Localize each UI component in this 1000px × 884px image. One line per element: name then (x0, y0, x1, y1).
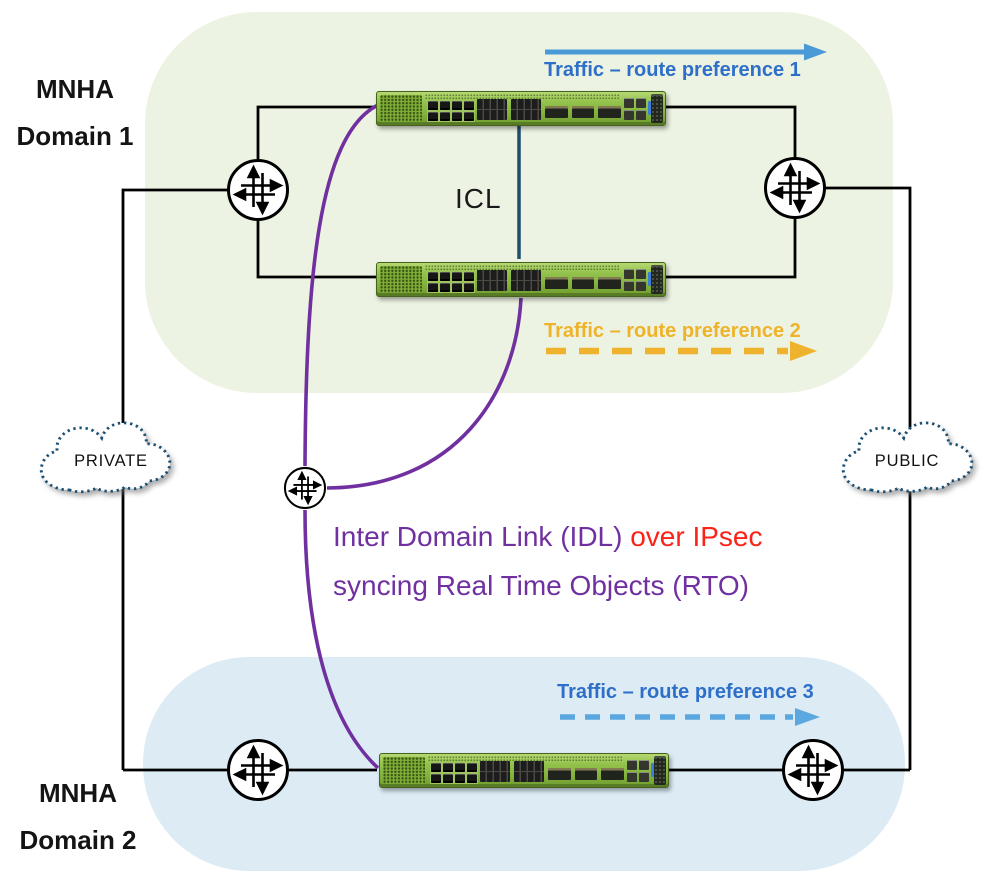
idl-links (303, 103, 523, 770)
vent-grille (380, 266, 422, 293)
uplink-slots (545, 277, 622, 289)
vent-grille (380, 95, 422, 122)
traffic2-arrow-head (790, 341, 817, 361)
idl-caption-link-text: Inter Domain Link (IDL) (333, 521, 631, 552)
side-panel (651, 265, 663, 294)
status-led (648, 272, 651, 286)
idl-caption-ipsec-text: over IPsec (630, 521, 763, 552)
idl-caption: Inter Domain Link (IDL) over IPsec synci… (333, 512, 763, 610)
router-icon-domain1-left (227, 159, 289, 221)
rj45-port-block (430, 762, 478, 784)
link-private-backbone (121, 188, 258, 770)
router-icon-domain1-right (764, 157, 826, 219)
vent-strip (425, 94, 619, 99)
mgmt-ports (627, 760, 649, 782)
sfp-cage (511, 99, 541, 120)
mgmt-ports (624, 98, 646, 120)
domain1-label-line2: Domain 1 (16, 121, 134, 151)
traffic-arrows (545, 43, 827, 726)
sfp-cage (514, 761, 544, 782)
traffic2-label: Traffic – route preference 2 (544, 320, 801, 342)
switch-domain2 (379, 753, 669, 788)
router-icon-idl (283, 466, 327, 510)
idl-caption-line2: syncing Real Time Objects (RTO) (333, 570, 749, 601)
public-cloud-label: PUBLIC (874, 452, 940, 470)
router-icon-domain2-right (782, 739, 844, 801)
domain2-label: MNHA Domain 2 (3, 770, 153, 864)
switch-domain1-node0 (376, 91, 666, 126)
clouds (39, 421, 974, 494)
traffic1-label: Traffic – route preference 1 (544, 59, 801, 81)
rj45-port-block (427, 271, 475, 293)
uplink-slots (545, 106, 622, 118)
public-cloud-icon (841, 421, 974, 494)
domain1-label: MNHA Domain 1 (0, 66, 150, 160)
mgmt-ports (624, 269, 646, 291)
uplink-slots (548, 768, 625, 780)
status-led (651, 763, 654, 777)
traffic1-arrow-head (804, 43, 827, 61)
idl-node0-to-router (303, 103, 379, 467)
rj45-port-block (427, 100, 475, 122)
sfp-cage (511, 270, 541, 291)
side-panel (651, 94, 663, 123)
sfp-cage (477, 270, 507, 291)
domain1-label-line1: MNHA (36, 74, 114, 104)
idl-caption-line1: Inter Domain Link (IDL) over IPsec (333, 512, 763, 561)
sfp-cage (477, 99, 507, 120)
domain2-label-line2: Domain 2 (19, 825, 137, 855)
domain2-label-line1: MNHA (39, 778, 117, 808)
idl-node1-to-router (326, 297, 523, 490)
side-panel (654, 756, 666, 785)
traffic3-arrow-head (795, 708, 820, 726)
vent-strip (428, 756, 622, 761)
link-public-backbone (795, 186, 912, 770)
router-icon-domain2-left (227, 739, 289, 801)
status-led (648, 101, 651, 115)
vent-grille (383, 757, 425, 784)
private-cloud-icon (39, 421, 172, 494)
switch-domain1-node1 (376, 262, 666, 297)
vent-strip (425, 265, 619, 270)
traffic3-label: Traffic – route preference 3 (557, 681, 814, 703)
idl-router-to-domain2 (303, 509, 380, 770)
sfp-cage (480, 761, 510, 782)
private-cloud-label: PRIVATE (74, 452, 148, 470)
icl-label: ICL (455, 183, 502, 214)
